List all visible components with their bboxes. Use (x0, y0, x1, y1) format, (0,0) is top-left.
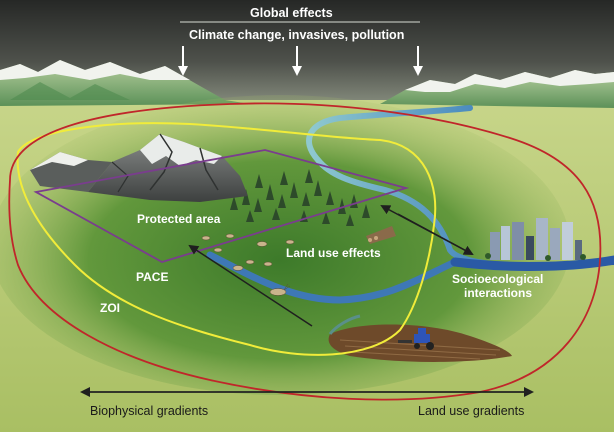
socioecological-arrow (380, 205, 474, 255)
land-use-effects-arrow (188, 244, 313, 327)
distant-mountains-left (0, 60, 250, 106)
elk-icon (201, 233, 295, 296)
drivers-label: Climate change, invasives, pollution (189, 28, 405, 42)
arrow-down-icon (178, 46, 423, 76)
protected-area-boundary (33, 149, 410, 263)
zoi-label: ZOI (100, 301, 120, 315)
log-pile (366, 226, 396, 244)
biophysical-gradients-label: Biophysical gradients (90, 404, 209, 418)
city-icon (485, 218, 586, 261)
land-use-gradients-label: Land use gradients (418, 404, 525, 418)
global-effects-label: Global effects (250, 6, 333, 20)
socioecological-label-line1: Socioecological (452, 272, 544, 286)
protected-area-label: Protected area (137, 212, 221, 226)
farm-field (328, 314, 512, 362)
zoi-boundary (8, 102, 602, 401)
forest (230, 169, 370, 226)
distant-mountains-right (380, 70, 614, 108)
tractor-icon (398, 328, 434, 350)
land-use-effects-label: Land use effects (286, 246, 381, 260)
pace-label: PACE (136, 270, 169, 284)
pace-boundary (16, 122, 437, 356)
socioecological-label-line2: interactions (464, 286, 533, 300)
